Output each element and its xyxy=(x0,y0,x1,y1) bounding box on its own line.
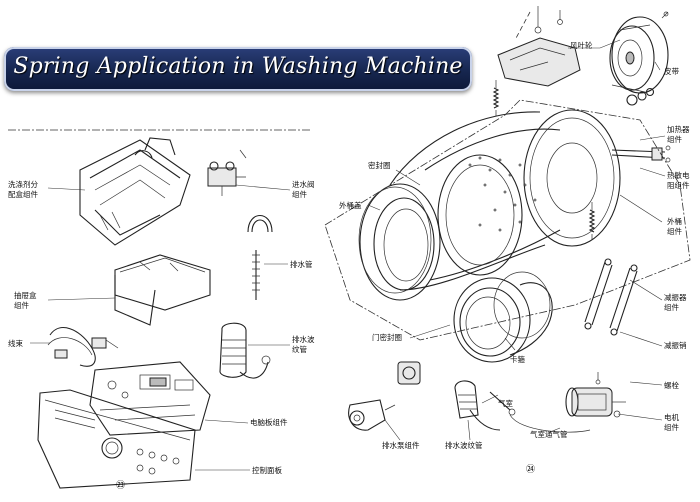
label-belt: 皮带 xyxy=(664,66,679,76)
label-motor-2: 组件 xyxy=(664,422,679,432)
label-heater-2: 组件 xyxy=(667,134,682,144)
housing-outline xyxy=(324,99,691,341)
label-outer-tub-cover: 外桶盖 xyxy=(339,200,362,210)
drawer-part xyxy=(114,254,211,326)
label-shock-absorber-1: 减振器 xyxy=(664,292,687,302)
label-detergent-box-1: 洗涤剂分 xyxy=(8,179,38,189)
label-wire-harness: 线束 xyxy=(8,338,23,348)
control-panel-part xyxy=(37,389,196,489)
label-door-seal: 门密封圈 xyxy=(372,332,402,342)
label-inlet-valve-2: 组件 xyxy=(292,189,307,199)
label-bushing: 螺栓 xyxy=(664,380,679,390)
wire-harness-part xyxy=(47,327,119,367)
door-seal-part xyxy=(453,271,553,363)
label-detergent-box-2: 配盒组件 xyxy=(8,189,38,199)
label-clamp: 卡箍 xyxy=(510,354,525,364)
label-motor-1: 电机 xyxy=(664,412,679,422)
banner-title: Spring Application in Washing Machine xyxy=(13,54,463,79)
label-shock-absorber-2: 组件 xyxy=(664,302,679,312)
inlet-valve-part xyxy=(207,149,247,196)
label-inlet-valve-1: 进水阀 xyxy=(292,179,315,189)
label-drain-hose: 排水管 xyxy=(290,259,313,269)
drain-pump-part xyxy=(348,361,591,433)
heater-rod xyxy=(611,145,671,163)
fan-wheel-part xyxy=(609,11,669,94)
spring-top xyxy=(492,80,500,116)
label-seal-ring: 密封圈 xyxy=(368,160,391,170)
top-cover-part xyxy=(497,6,581,87)
drain-bellows-part xyxy=(219,322,271,379)
label-thermistor-1: 热敏电 xyxy=(667,170,690,180)
label-fan-wheel: 风叶轮 xyxy=(570,40,593,50)
shock-absorbers xyxy=(584,258,638,336)
label-air-chamber-tube: 气室通气管 xyxy=(530,429,568,439)
label-drawer-1: 抽屉盒 xyxy=(14,290,37,300)
figure-number-left: ㉓ xyxy=(116,480,125,491)
label-outer-tub-1: 外桶 xyxy=(667,216,682,226)
label-control-panel: 控制面板 xyxy=(252,465,282,475)
outer-tub xyxy=(358,109,621,301)
label-drain-bellows-2: 纹管 xyxy=(292,344,307,354)
motor-part xyxy=(565,372,626,418)
title-banner: Spring Application in Washing Machine xyxy=(4,47,472,91)
label-drawer-2: 组件 xyxy=(14,300,29,310)
label-drain-bellows-1: 排水波 xyxy=(292,334,315,344)
bearing-rings xyxy=(626,87,655,106)
label-air-chamber: 气室 xyxy=(498,398,513,408)
label-drain-pump: 排水泵组件 xyxy=(382,440,420,450)
spring-right xyxy=(588,202,596,240)
label-damper-pin: 减振销 xyxy=(664,340,687,350)
label-pcb: 电脑板组件 xyxy=(250,417,288,427)
detergent-box-part xyxy=(79,137,191,246)
leader-lines xyxy=(30,39,666,471)
label-heater-1: 加热器 xyxy=(667,124,690,134)
label-outer-tub-2: 组件 xyxy=(667,226,682,236)
label-drain-filter: 排水波纹管 xyxy=(445,440,483,450)
pcb-part xyxy=(89,361,211,436)
figure-number-right: ㉔ xyxy=(526,464,535,475)
drain-hose-part xyxy=(247,215,273,300)
label-thermistor-2: 阻组件 xyxy=(667,180,690,190)
